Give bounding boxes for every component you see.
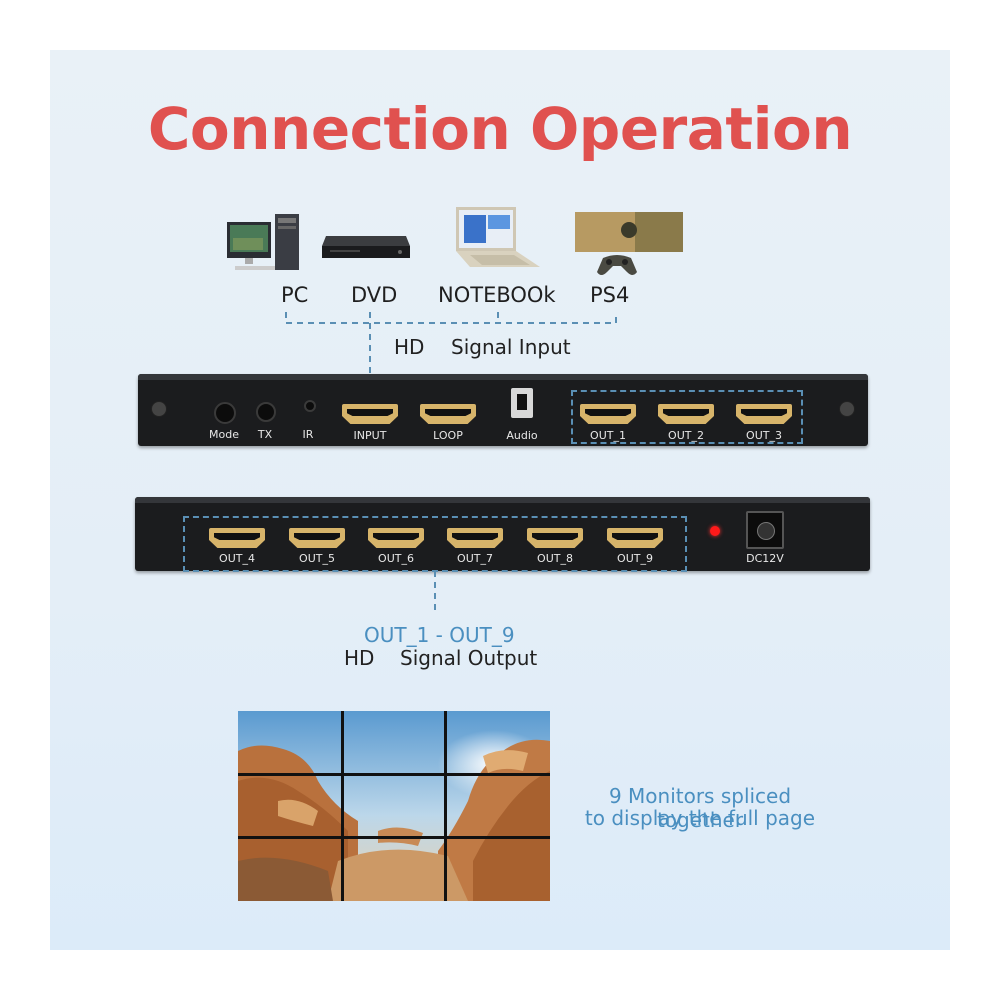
input-signal-hd: HD xyxy=(394,335,425,359)
desert-landscape-image xyxy=(238,711,550,901)
output-signal-hd: HD xyxy=(344,646,375,670)
audio-port-label: Audio xyxy=(506,429,538,442)
out-7-label: OUT_7 xyxy=(457,552,493,565)
rear-device-panel: OUT_4 OUT_5 OUT_6 OUT_7 OUT_8 OUT_9 DC12… xyxy=(135,497,870,572)
out-2-label: OUT_2 xyxy=(668,429,704,442)
optical-audio-port[interactable] xyxy=(511,388,533,418)
screw-left xyxy=(151,401,167,417)
laptop-icon xyxy=(456,207,540,267)
input-connector-lines xyxy=(285,312,617,403)
loop-port-label: LOOP xyxy=(433,429,463,442)
outputs-group-front xyxy=(571,390,803,444)
desktop-pc-icon xyxy=(227,214,299,270)
dc-power-jack[interactable] xyxy=(746,511,784,549)
dvd-player-icon xyxy=(322,236,410,258)
out-8-label: OUT_8 xyxy=(537,552,573,565)
out-4-label: OUT_4 xyxy=(219,552,255,565)
input-port-label: INPUT xyxy=(353,429,387,442)
monitor-grid-hline-2 xyxy=(238,836,550,839)
output-range-label: OUT_1 - OUT_9 xyxy=(364,623,515,647)
hdmi-out-1-port[interactable] xyxy=(580,404,636,424)
source-label-ps4: PS4 xyxy=(590,283,630,307)
front-device-panel: Mode TX IR INPUT LOOP Audio OUT_1 OUT_2 … xyxy=(138,374,868,446)
hdmi-out-3-port[interactable] xyxy=(736,404,792,424)
hdmi-input-port[interactable] xyxy=(342,404,398,424)
hdmi-out-6-port[interactable] xyxy=(368,528,424,548)
hdmi-out-5-port[interactable] xyxy=(289,528,345,548)
out-3-label: OUT_3 xyxy=(746,429,782,442)
hdmi-out-8-port[interactable] xyxy=(527,528,583,548)
hdmi-out-9-port[interactable] xyxy=(607,528,663,548)
hdmi-out-2-port[interactable] xyxy=(658,404,714,424)
screw-right xyxy=(839,401,855,417)
source-label-notebook: NOTEBOOk xyxy=(438,283,556,307)
tx-label: TX xyxy=(257,428,273,441)
out-6-label: OUT_6 xyxy=(378,552,414,565)
power-led xyxy=(710,526,720,536)
ir-label: IR xyxy=(302,428,314,441)
power-label: DC12V xyxy=(746,552,784,565)
mode-label: Mode xyxy=(209,428,239,441)
hdmi-loop-port[interactable] xyxy=(420,404,476,424)
hdmi-out-4-port[interactable] xyxy=(209,528,265,548)
hdmi-out-7-port[interactable] xyxy=(447,528,503,548)
source-label-dvd: DVD xyxy=(351,283,398,307)
out-1-label: OUT_1 xyxy=(590,429,626,442)
tx-button[interactable] xyxy=(256,402,276,422)
output-connector-line xyxy=(434,571,436,611)
input-signal-text: Signal Input xyxy=(451,335,571,359)
out-5-label: OUT_5 xyxy=(299,552,335,565)
game-console-icon xyxy=(575,212,683,275)
monitor-grid-vline-1 xyxy=(341,711,344,901)
ir-sensor xyxy=(304,400,316,412)
source-label-pc: PC xyxy=(281,283,309,307)
output-signal-text: Signal Output xyxy=(400,646,538,670)
video-wall xyxy=(238,711,550,901)
mode-button[interactable] xyxy=(214,402,236,424)
out-9-label: OUT_9 xyxy=(617,552,653,565)
monitor-grid-hline-1 xyxy=(238,773,550,776)
video-wall-note-line2: to display the full page xyxy=(584,806,816,830)
page-title: Connection Operation xyxy=(147,95,853,163)
monitor-grid-vline-2 xyxy=(444,711,447,901)
video-wall-note-line1: 9 Monitors spliced together xyxy=(608,784,792,832)
